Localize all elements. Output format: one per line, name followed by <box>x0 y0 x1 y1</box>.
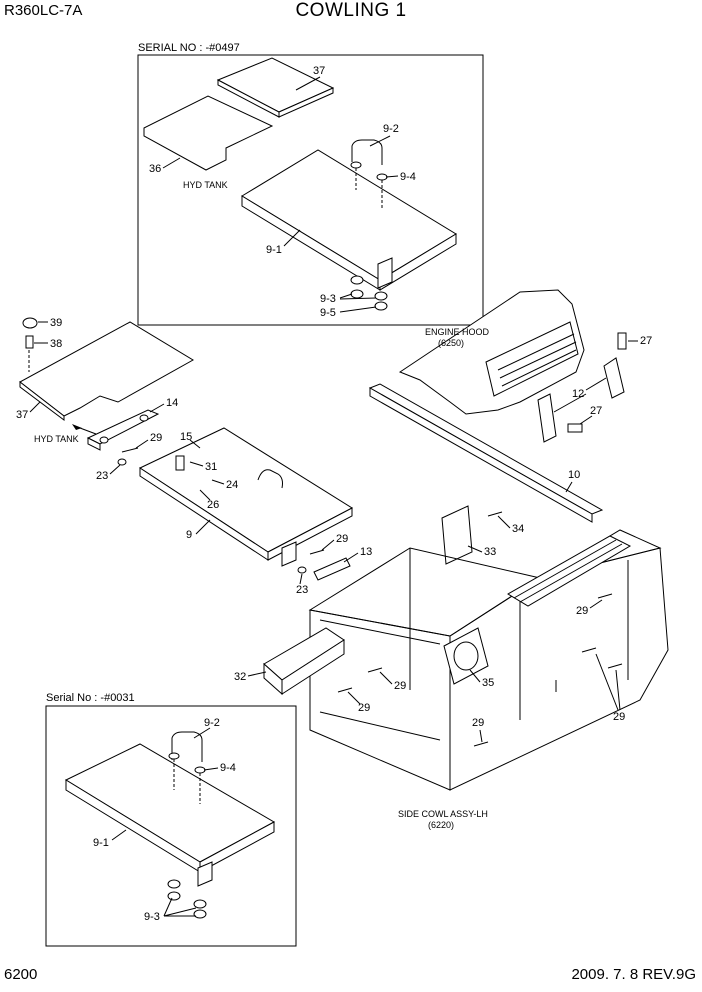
note-side-cowl: SIDE COWL ASSY-LH <box>398 809 488 819</box>
bolt-29-left <box>121 447 139 453</box>
callout-24: 24 <box>226 479 238 491</box>
bolt-27-mid <box>567 423 583 433</box>
bolt-29-frame-a <box>367 667 383 673</box>
callout-9-3-top: 9-3 <box>320 293 336 305</box>
step-plate-9-1-top <box>241 149 457 291</box>
callout-13: 13 <box>360 546 372 558</box>
nut-9-3-bottom-c <box>193 899 207 909</box>
note-hyd-tank-left: HYD TANK <box>34 434 79 444</box>
arrow-icon <box>72 424 82 430</box>
hinge-12-a <box>603 357 625 399</box>
note-hyd-tank-top: HYD TANK <box>183 180 228 190</box>
bolt-29-frame-e <box>581 647 597 653</box>
nut-9-3-bottom-a <box>167 879 181 889</box>
callout-26: 26 <box>207 499 219 511</box>
nut-9-4-bottom-b <box>194 766 206 774</box>
callout-34: 34 <box>512 523 524 535</box>
callout-27-mid: 27 <box>590 405 602 417</box>
cover-rail-10 <box>368 383 604 523</box>
callout-9-5: 9-5 <box>320 307 336 319</box>
callout-37-left: 37 <box>16 409 28 421</box>
callout-29-frame-a: 29 <box>394 680 406 692</box>
step-plate-9-1-bottom <box>64 743 276 887</box>
callout-15: 15 <box>180 431 192 443</box>
bracket-14 <box>86 409 160 451</box>
washer-23-mid <box>297 566 307 574</box>
note-side-cowl-ref: (6220) <box>428 820 454 830</box>
nut-9-4-top-a <box>350 161 362 169</box>
callout-23-left: 23 <box>96 470 108 482</box>
callout-9-1-top: 9-1 <box>266 244 282 256</box>
side-cowl-frame <box>308 529 669 791</box>
callout-9-3-bottom: 9-3 <box>144 911 160 923</box>
callout-29-mid: 29 <box>336 533 348 545</box>
nut-9-3-bottom-b <box>167 891 181 901</box>
callout-29-frame-e: 29 <box>613 711 625 723</box>
note-engine-hood: ENGINE HOOD <box>425 327 490 337</box>
callout-9-4-bottom: 9-4 <box>220 762 236 774</box>
bottom-inset-serial: Serial No : -#0031 <box>46 692 135 704</box>
bolt-34 <box>487 511 503 517</box>
callout-29-frame-c: 29 <box>472 717 484 729</box>
callout-9-1-bottom: 9-1 <box>93 837 109 849</box>
callout-9-2-bottom: 9-2 <box>204 717 220 729</box>
callout-33: 33 <box>484 546 496 558</box>
callout-29-left: 29 <box>150 432 162 444</box>
callout-31: 31 <box>205 461 217 473</box>
nut-9-3-top <box>350 275 364 285</box>
revision-date: 2009. 7. 8 REV.9G <box>571 966 696 983</box>
top-inset-serial: SERIAL NO : -#0497 <box>138 42 240 54</box>
nut-9-4-top-b <box>376 173 388 181</box>
callout-23-mid: 23 <box>296 584 308 596</box>
callout-39: 39 <box>50 317 62 329</box>
callout-29-frame-b: 29 <box>358 702 370 714</box>
washer-9-5-top-b <box>374 301 388 311</box>
callout-29-frame-d: 29 <box>576 605 588 617</box>
nut-9-3-bottom-d <box>193 909 207 919</box>
handle-9-2-top <box>351 139 383 165</box>
callout-9-4-top: 9-4 <box>400 171 416 183</box>
bottom-inset-frame <box>45 705 297 947</box>
callout-35: 35 <box>482 677 494 689</box>
page-title: COWLING 1 <box>295 0 407 21</box>
top-inset-frame <box>137 54 484 326</box>
bolt-29-frame-f <box>607 663 623 669</box>
plate-33 <box>441 505 473 565</box>
callout-9-2-top: 9-2 <box>383 123 399 135</box>
callout-36: 36 <box>149 163 161 175</box>
step-plate-37-top <box>216 57 335 118</box>
washer-23-left <box>117 458 127 466</box>
callout-37-top: 37 <box>313 65 325 77</box>
hinge-12-b <box>537 393 557 443</box>
note-engine-hood-ref: (6250) <box>438 338 464 348</box>
bolt-29-mid <box>309 549 325 555</box>
callout-38: 38 <box>50 338 62 350</box>
bolt-27-top <box>617 332 627 350</box>
callout-27-top: 27 <box>640 335 652 347</box>
callout-14: 14 <box>166 397 178 409</box>
engine-hood <box>398 289 585 415</box>
step-plate-37-left <box>19 321 194 421</box>
cap-39 <box>22 317 38 329</box>
bolt-29-frame-c <box>473 741 489 747</box>
step-plate-9 <box>138 427 354 567</box>
cover-35 <box>443 627 489 685</box>
step-plate-36 <box>143 95 274 171</box>
bolt-38 <box>25 335 34 349</box>
page-number: 6200 <box>4 966 38 983</box>
handle-9-2-bottom <box>171 731 203 762</box>
callout-10: 10 <box>568 469 580 481</box>
nut-9-4-bottom-a <box>168 752 180 760</box>
bolt-29-frame-d <box>597 593 613 599</box>
model-code: R360LC-7A <box>4 2 83 19</box>
nut-9-3-top-b <box>374 291 388 301</box>
callout-9: 9 <box>186 529 192 541</box>
bolt-29-frame-b <box>337 687 353 693</box>
callout-32: 32 <box>234 671 246 683</box>
washer-9-5-top-a <box>350 289 364 299</box>
bracket-13 <box>313 557 351 581</box>
